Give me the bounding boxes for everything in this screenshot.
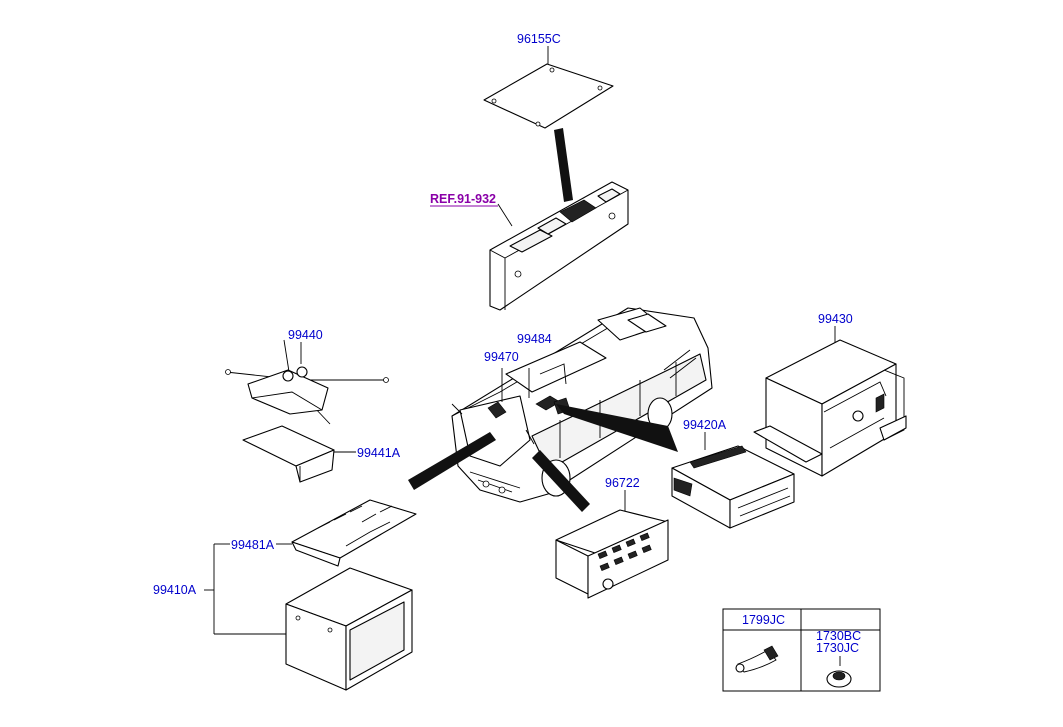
grommet-icon xyxy=(826,656,852,688)
label-99481A: 99481A xyxy=(231,538,275,552)
label-99430: 99430 xyxy=(818,312,853,326)
cable-tie-icon xyxy=(735,645,779,673)
label-99441A: 99441A xyxy=(357,446,401,460)
table-header-1799JC: 1799JC xyxy=(742,613,785,627)
label-96722: 96722 xyxy=(605,476,640,490)
monitor-99410A xyxy=(285,567,413,691)
label-99440: 99440 xyxy=(288,328,323,342)
mount-plate-99481A xyxy=(291,499,417,567)
label-96155C: 96155C xyxy=(517,32,561,46)
control-panel-96722 xyxy=(555,490,669,599)
antenna-99440 xyxy=(225,339,389,425)
roof-console xyxy=(489,181,629,311)
label-99470: 99470 xyxy=(484,350,519,364)
parts-table: 1799JC 1730BC 1730JC xyxy=(722,608,881,692)
label-99410A: 99410A xyxy=(153,583,197,597)
audio-unit-99420A xyxy=(671,432,795,529)
cover-plate-96155C xyxy=(483,46,614,202)
amplifier-box-99430 xyxy=(753,326,907,477)
table-label-1730JC: 1730JC xyxy=(816,641,859,655)
label-ref-91-932: REF.91-932 xyxy=(430,192,496,206)
label-99420A: 99420A xyxy=(683,418,727,432)
label-99484: 99484 xyxy=(517,332,552,346)
panel-buttons xyxy=(597,532,652,590)
bracket-99441A xyxy=(242,425,356,483)
table-label-1730BC: 1730BC xyxy=(816,629,861,643)
leader-99410A xyxy=(204,543,286,635)
